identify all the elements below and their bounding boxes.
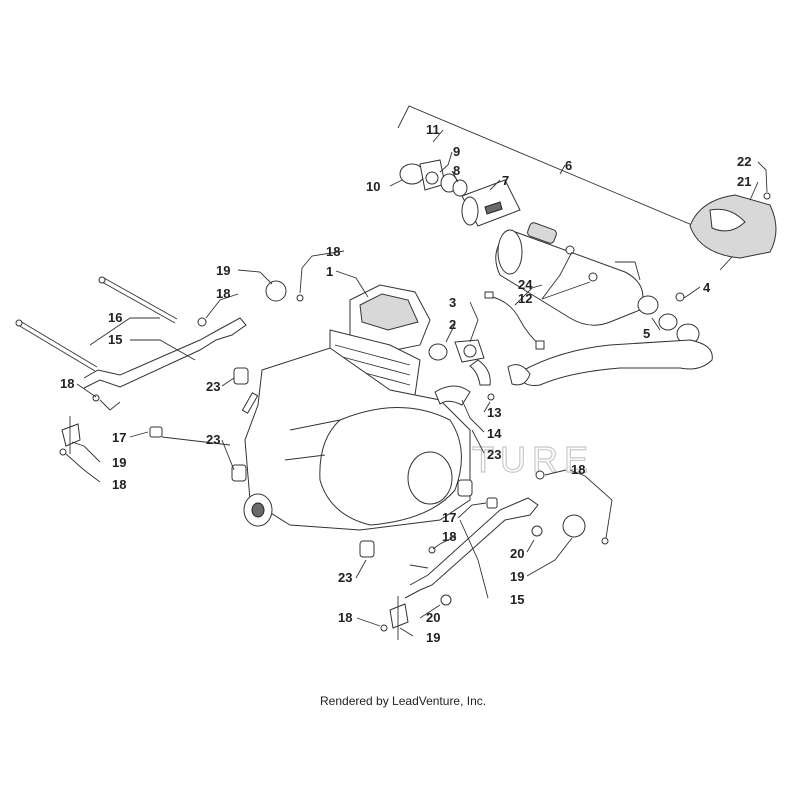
callout-18-left: 18 — [60, 376, 74, 391]
callout-9: 9 — [453, 144, 460, 159]
callout-12: 12 — [518, 291, 532, 306]
callout-18-mid: 18 — [442, 529, 456, 544]
callout-23-right: 23 — [487, 447, 501, 462]
callout-16: 16 — [108, 310, 122, 325]
callout-15-left: 15 — [108, 332, 122, 347]
callout-23-top: 23 — [206, 379, 220, 394]
callout-18-right: 18 — [571, 462, 585, 477]
callout-20-bottom: 20 — [426, 610, 440, 625]
callout-19-top: 19 — [216, 263, 230, 278]
callout-14: 14 — [487, 426, 502, 441]
callout-19-bottom: 19 — [426, 630, 440, 645]
heat-shield — [689, 192, 777, 259]
callout-17-right: 17 — [442, 510, 456, 525]
callout-13: 13 — [487, 405, 501, 420]
callout-23-left: 23 — [206, 432, 220, 447]
callout-19-right: 19 — [510, 569, 524, 584]
engine — [241, 284, 471, 531]
callout-21: 21 — [737, 174, 751, 189]
callout-18-left-top: 18 — [216, 286, 230, 301]
callout-10: 10 — [366, 179, 380, 194]
exhaust-flange — [399, 159, 468, 197]
callout-18-left-bottom: 18 — [112, 477, 126, 492]
callout-labels: 11 9 8 7 6 10 22 21 18 1 19 18 24 12 4 3… — [60, 122, 751, 645]
callout-2: 2 — [449, 317, 456, 332]
callout-17-left: 17 — [112, 430, 126, 445]
leader-lines — [65, 129, 768, 637]
callout-1: 1 — [326, 264, 333, 279]
right-mount-hardware — [359, 470, 609, 640]
callout-22: 22 — [737, 154, 751, 169]
callout-8: 8 — [453, 163, 460, 178]
callout-6: 6 — [565, 158, 572, 173]
callout-3: 3 — [449, 295, 456, 310]
callout-24: 24 — [518, 277, 533, 292]
callout-18-bottom: 18 — [338, 610, 352, 625]
muffler — [495, 222, 644, 326]
exhaust-clamp — [637, 292, 700, 345]
callout-7: 7 — [502, 173, 509, 188]
callout-20-right: 20 — [510, 546, 524, 561]
callout-18-top: 18 — [326, 244, 340, 259]
exhaust-assembly — [397, 105, 777, 386]
callout-19-left: 19 — [112, 455, 126, 470]
exhaust-port-gasket — [428, 339, 495, 401]
footer-credit: Rendered by LeadVenture, Inc. — [320, 694, 486, 708]
oxygen-sensor — [484, 291, 545, 350]
callout-11: 11 — [426, 122, 440, 137]
head-pipe — [507, 339, 713, 386]
muffler-inner-pipe — [461, 179, 521, 227]
callout-23-bottom: 23 — [338, 570, 352, 585]
callout-4: 4 — [703, 280, 711, 295]
left-mount-hardware — [15, 276, 304, 482]
callout-15-right: 15 — [510, 592, 524, 607]
callout-5: 5 — [643, 326, 650, 341]
